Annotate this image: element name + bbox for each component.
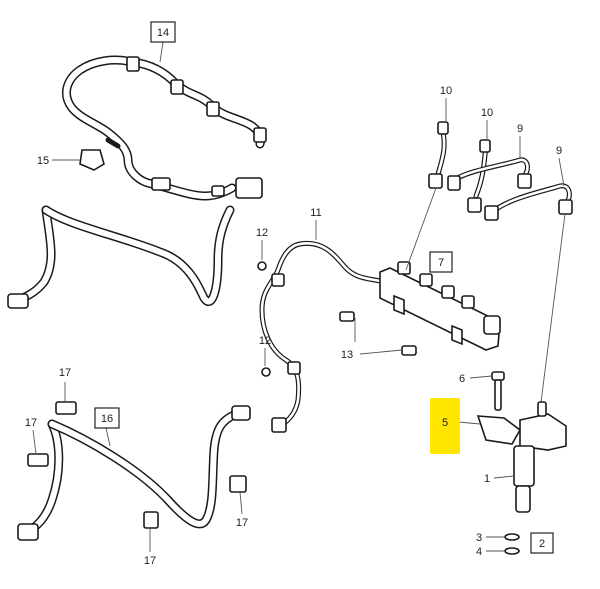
callout-15: 15 — [37, 155, 49, 167]
return-hose-part-14 — [61, 55, 267, 201]
injection-pipes — [405, 121, 573, 411]
fuel-pipe-part-11 — [259, 240, 387, 433]
callout-4: 4 — [476, 546, 482, 558]
callout-17a: 17 — [59, 367, 71, 379]
callout-9a: 9 — [517, 123, 523, 135]
hose-assembly-part-16 — [17, 405, 251, 541]
callout-17b: 17 — [25, 417, 37, 429]
callout-13: 13 — [341, 349, 353, 361]
common-rail-part-7 — [379, 261, 501, 351]
bolt-part-12 — [257, 261, 271, 377]
callout-labels: 14 15 10 10 9 9 11 7 12 12 13 6 5 1 3 4 … — [25, 21, 562, 567]
clamp-bracket-part-5 — [476, 415, 522, 445]
injector-part-1 — [513, 401, 567, 513]
callout-5-highlight — [430, 398, 460, 454]
callout-14: 14 — [157, 27, 169, 39]
callout-3: 3 — [476, 532, 482, 544]
callout-1: 1 — [484, 473, 490, 485]
callout-16-box — [94, 407, 120, 429]
clip-part-15 — [79, 149, 105, 171]
callout-16: 16 — [101, 413, 113, 425]
callout-17d: 17 — [236, 517, 248, 529]
callout-2-box — [530, 532, 554, 554]
bolt-part-13 — [339, 311, 417, 356]
callout-11: 11 — [310, 207, 321, 219]
leader-lines — [32, 41, 565, 552]
callout-12b: 12 — [259, 335, 271, 347]
callout-6: 6 — [459, 373, 465, 385]
hose-assembly-upper-left — [7, 205, 235, 309]
callout-17c: 17 — [144, 555, 156, 567]
callout-10b: 10 — [481, 107, 493, 119]
callout-2: 2 — [539, 538, 545, 550]
callout-9b: 9 — [556, 145, 562, 157]
bolt-part-6 — [491, 371, 505, 411]
callout-10a: 10 — [440, 85, 452, 97]
callout-7-box — [429, 251, 453, 273]
clip-part-17 — [27, 401, 247, 529]
callout-7: 7 — [438, 257, 444, 269]
callout-14-box — [150, 21, 176, 43]
callout-5: 5 — [442, 417, 448, 429]
callout-12a: 12 — [256, 227, 268, 239]
seal-parts-3-4 — [504, 533, 520, 555]
